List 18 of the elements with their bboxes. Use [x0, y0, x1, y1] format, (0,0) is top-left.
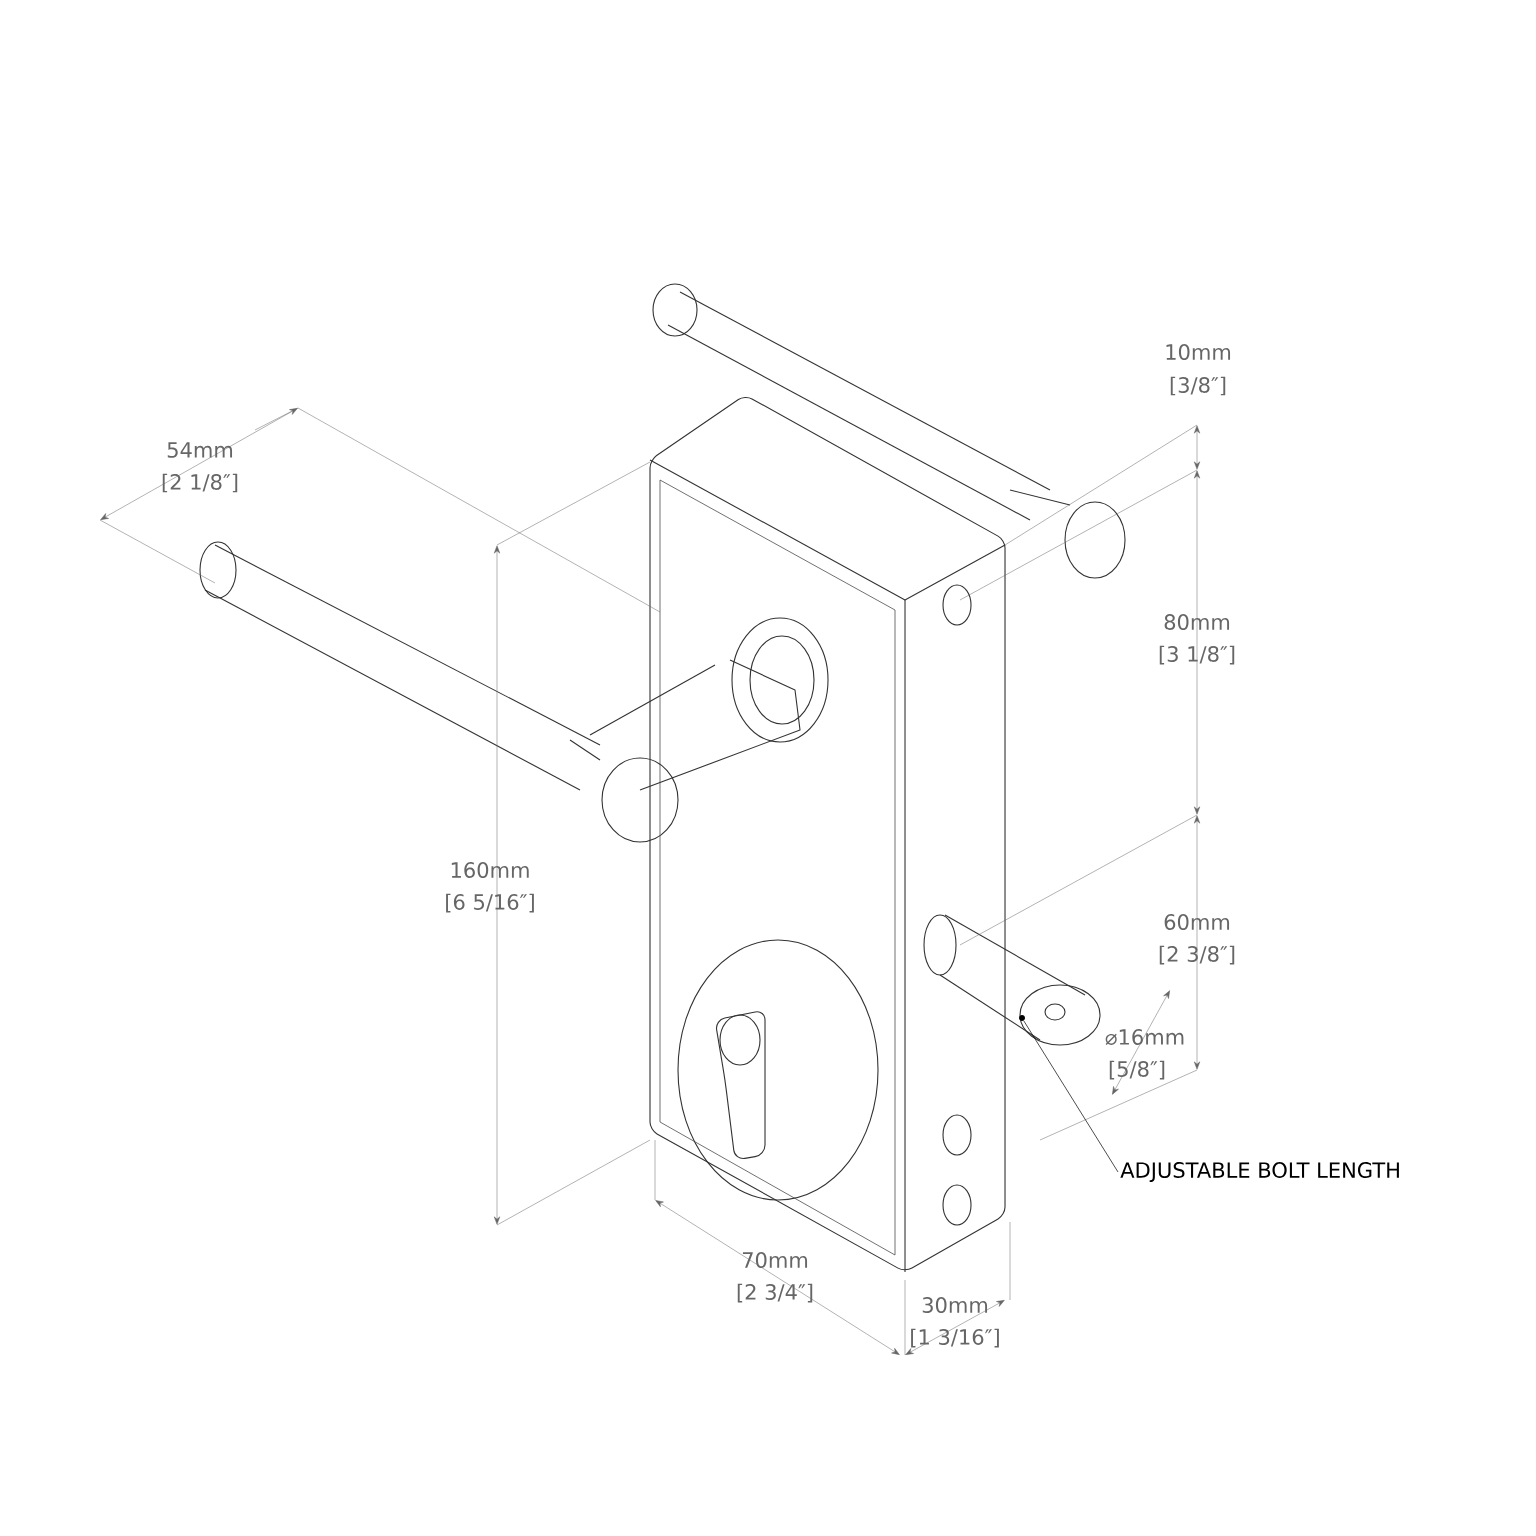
dimension-label: 30mm	[922, 1297, 988, 1313]
dimension-label: [3/8″]	[1170, 376, 1226, 396]
dimension-label: 70mm	[742, 1252, 808, 1268]
dimension-label: [2 1/8″]	[162, 473, 238, 493]
dimension-label: [2 3/8″]	[1159, 945, 1235, 965]
dimension-label: 80mm	[1164, 614, 1230, 630]
dimension-label: [5/8″]	[1109, 1060, 1165, 1080]
dimension-label: [2 3/4″]	[737, 1283, 813, 1303]
callout-text: ADJUSTABLE BOLT LENGTH	[1120, 1162, 1399, 1182]
dimension-label: 60mm	[1164, 914, 1230, 930]
dimension-label: ⌀16mm	[1105, 1029, 1184, 1045]
dimension-label: [1 3/16″]	[911, 1328, 999, 1348]
dimension-label: 160mm	[451, 862, 529, 878]
leader-line	[1023, 1020, 1119, 1173]
dimension-label: 10mm	[1166, 344, 1231, 360]
dimension-label: [6 5/16″]	[446, 893, 534, 913]
dimension-label: [3 1/8″]	[1159, 645, 1235, 665]
dimension-label: 54mm	[167, 442, 233, 458]
